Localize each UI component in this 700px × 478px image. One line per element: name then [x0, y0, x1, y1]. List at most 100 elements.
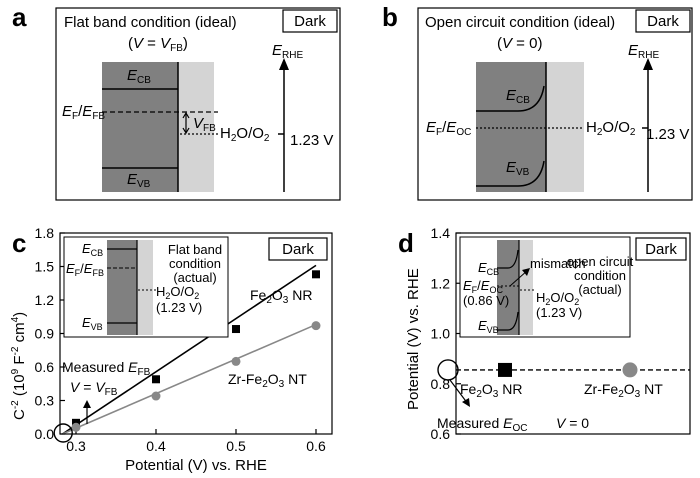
panel-b-frame — [417, 7, 693, 201]
panel-a-evb: EVB — [127, 171, 151, 190]
panel-c-inset-redox: H2O/O2 — [156, 284, 199, 301]
panel-a-erhe: ERHE — [272, 42, 303, 61]
panel-d-measured-arrowhead — [462, 398, 470, 407]
panel-b-ecb: ECB — [506, 87, 530, 106]
panel-b-redox: H2O/O2 — [586, 119, 636, 138]
panel-b-vb-band — [476, 160, 545, 187]
panel-d-inset-ef: EF/EOC — [463, 278, 503, 295]
panel-c-fit-line-zr-fe2o3-nt — [62, 323, 317, 435]
panel-c-ytick-label: 0.6 — [35, 359, 55, 375]
panel-d-ytick-label: 1.2 — [431, 275, 451, 291]
panel-d-inset-semiconductor — [497, 240, 519, 335]
panel-a-redox: H2O/O2 — [220, 125, 270, 144]
panel-d-plot-frame — [455, 232, 691, 435]
panel-c-inset: ECB EF/EFB EVB H2O/O2 (1.23 V) Flat band… — [63, 236, 229, 338]
panel-c-xtick-label: 0.5 — [226, 438, 246, 454]
panel-c-ytick-label: 0.3 — [35, 393, 55, 409]
panel-c-ytick-label: 0.9 — [35, 326, 55, 342]
panel-b-erhe: ERHE — [628, 42, 659, 61]
panel-c-inset-semiconductor — [107, 240, 137, 335]
panel-d-inset-cb-band — [497, 249, 519, 269]
panel-d-point-fe2o3-nr — [498, 362, 512, 377]
panel-c-efb-circle — [53, 423, 73, 443]
panel-d-point-zr-fe2o3-nt — [622, 362, 638, 378]
panel-c-inset-cond-2: condition — [169, 256, 221, 271]
panel-c-inset-evb: EVB — [82, 315, 103, 332]
panel-d-v-eq-label: V = 0 — [556, 415, 589, 431]
panel-c-zr-fe2o3-nt-label: Zr-Fe2O3 NT — [228, 371, 307, 390]
panel-c-inset-cond-1: Flat band — [168, 242, 222, 257]
panel-c-measured-label: Measured EFB — [62, 359, 151, 378]
panel-a-dark-box — [282, 9, 338, 33]
panel-d-inset: ECB EF/EOC (0.86 V) EVB mismatch H2O/O2 … — [459, 236, 634, 338]
panel-a-rhe-arrowhead — [279, 58, 289, 70]
panel-b-semiconductor — [476, 62, 546, 192]
panel-c-point-fe2o3-nr — [232, 325, 240, 334]
panel-c-xtick-label: 0.6 — [306, 438, 326, 454]
panel-c-ytick-label: 1.2 — [35, 292, 55, 308]
panel-c-v-eq-label: V = VFB — [70, 379, 118, 398]
panel-b-subtitle: (V = 0) — [497, 35, 542, 52]
panel-d-marks — [437, 359, 690, 381]
panel-a-ecb: ECB — [127, 67, 151, 86]
panel-d-zr-fe2o3-nt-label: Zr-Fe2O3 NT — [584, 381, 663, 400]
panel-a-semiconductor — [102, 62, 178, 192]
panel-c-dark-label: Dark — [282, 241, 314, 258]
panel-d-letter: d — [398, 228, 414, 258]
panel-c-ytick-label: 1.5 — [35, 259, 55, 275]
panel-d-ytick-label: 1.4 — [431, 225, 451, 241]
panel-b-evb: EVB — [506, 159, 530, 178]
panel-c: c C-2 (109 F-2 cm4) Potential (V) vs. RH… — [10, 225, 333, 474]
panel-c-inset-ecb: ECB — [82, 241, 103, 258]
panel-b-dark-label: Dark — [647, 13, 679, 30]
panel-c-point-fe2o3-nr — [152, 375, 160, 384]
panel-d-eoc-circle — [437, 359, 459, 381]
panel-d-inset-cond-3: (actual) — [578, 282, 621, 297]
panel-d-inset-vb-band — [497, 311, 519, 331]
panel-a-electrolyte — [178, 62, 214, 192]
panel-a-dark-label: Dark — [294, 13, 326, 30]
panel-b-rhe-arrowhead — [643, 58, 653, 70]
panel-c-xtick-label: 0.4 — [146, 438, 166, 454]
panel-c-point-zr-fe2o3-nt — [231, 356, 241, 366]
panel-a-title: Flat band condition (ideal) — [64, 14, 237, 31]
panel-a-letter: a — [12, 2, 27, 32]
panel-b-cb-band — [476, 85, 545, 112]
panel-c-marks — [53, 264, 321, 443]
panel-c-point-zr-fe2o3-nt — [71, 422, 81, 432]
panel-c-fe2o3-nr-label: Fe2O3 NR — [250, 287, 312, 306]
panel-c-xtick-label: 0.3 — [66, 438, 86, 454]
panel-a-frame — [55, 7, 341, 201]
panel-d-measured-arrow — [449, 379, 469, 405]
panel-c-inset-electrolyte — [137, 240, 153, 335]
panel-c-xlabel: Potential (V) vs. RHE — [125, 457, 267, 474]
panel-a-ef: EF/EFB — [62, 103, 105, 122]
panel-a: a Flat band condition (ideal) Dark (V = … — [12, 2, 341, 201]
panel-b-dark-box — [635, 9, 691, 33]
panel-c-ylabel: C-2 (109 F-2 cm4) — [10, 312, 28, 420]
panel-d-dark-label: Dark — [645, 241, 677, 258]
panel-b-1-23v: 1.23 V — [646, 126, 689, 143]
panel-d: d Potential (V) vs. RHE 0.60.81.01.21.4 … — [398, 225, 691, 442]
panel-d-inset-mismatch: mismatch — [530, 256, 586, 271]
panel-c-ytick-label: 0.0 — [35, 426, 55, 442]
panel-d-measured-label: Measured EOC — [437, 415, 528, 434]
panel-d-ylabel: Potential (V) vs. RHE — [405, 268, 422, 410]
panel-b: b Open circuit condition (ideal) Dark (V… — [382, 2, 693, 201]
panel-d-inset-cond-2: condition — [574, 268, 626, 283]
panel-d-inset-evb: EVB — [478, 318, 499, 335]
panel-d-ytick-label: 0.8 — [431, 376, 451, 392]
panel-a-vfb: VFB — [193, 115, 216, 134]
panel-c-measured-arrowhead — [83, 400, 91, 408]
panel-c-point-zr-fe2o3-nt — [151, 391, 161, 401]
panel-d-ytick-label: 0.6 — [431, 426, 451, 442]
panel-c-point-fe2o3-nr — [312, 270, 320, 279]
panel-c-inset-cond-3: (actual) — [173, 270, 216, 285]
panel-d-inset-electrolyte — [519, 240, 533, 335]
panel-d-fe2o3-nr-label: Fe2O3 NR — [460, 381, 522, 400]
panel-c-letter: c — [12, 228, 26, 258]
panel-d-ytick-label: 1.0 — [431, 326, 451, 342]
panel-a-1-23v: 1.23 V — [290, 132, 333, 149]
